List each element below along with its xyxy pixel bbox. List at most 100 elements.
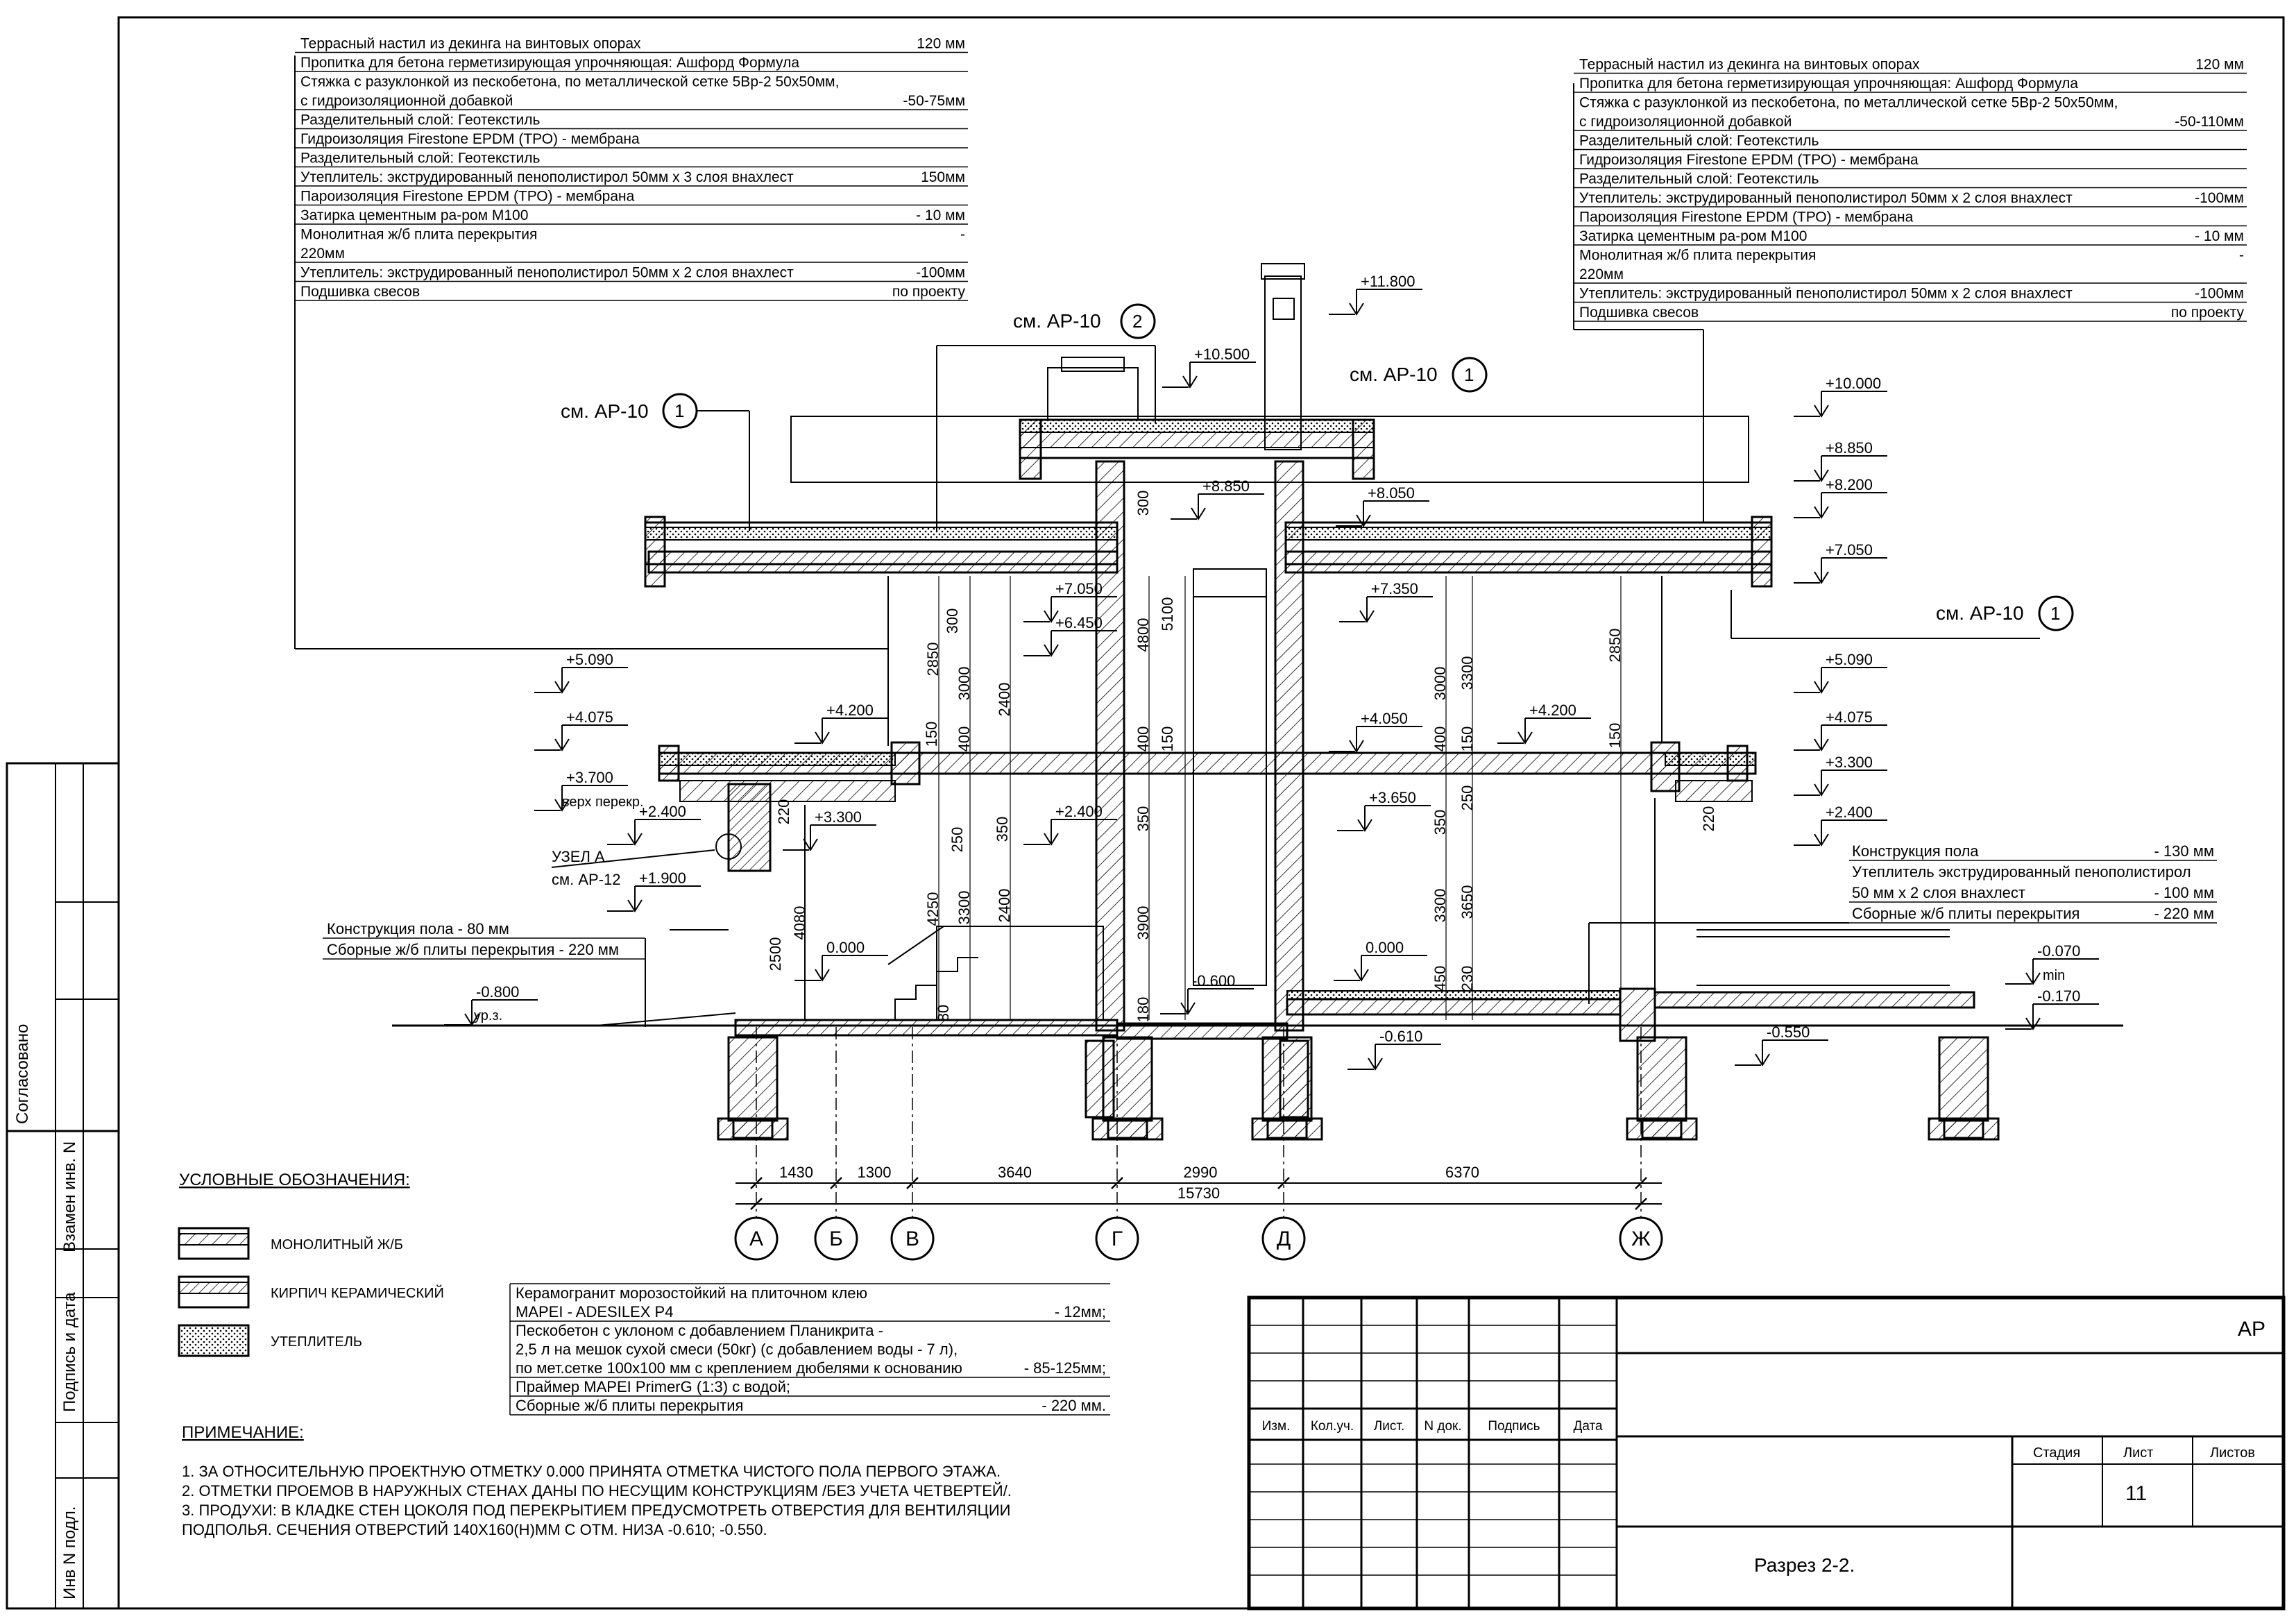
spec-row-text: с гидроизоляционной добавкой [300,93,513,109]
spec-row-text: Подшивка свесов [300,284,420,300]
title-block-col: N док. [1424,1419,1461,1434]
dim-vertical: 4080 [791,906,808,940]
dim-vertical: 220 [775,799,792,825]
level-note: ур.з. [474,1008,502,1023]
dim-vertical: 2500 [767,937,784,971]
title-block-code: АР [2238,1318,2265,1341]
spec-row-text: Монолитная ж/б плита перекрытия [300,227,537,243]
axis-bubble [814,1216,858,1261]
spec-row-value: -100мм [2195,190,2244,206]
floor-spec-text: Сборные ж/б плиты перекрытия [1852,905,2080,922]
sheet-label: Лист [2123,1445,2153,1461]
axis-bubble [1261,1216,1306,1261]
spec-row-text: Утеплитель: экструдированный пенополисти… [300,169,794,185]
floor-spec-text: Конструкция пола [1852,842,1979,860]
spec-row-text: Подшивка свесов [1579,305,1699,321]
stamp-podpis: Подпись и дата [60,1292,79,1412]
sheet-number: 11 [2125,1482,2147,1505]
notes: ПРИМЕЧАНИЕ: 1. ЗА ОТНОСИТЕЛЬНУЮ ПРОЕКТНУ… [182,1423,1012,1538]
note-4: ПОДПОЛЬЯ. СЕЧЕНИЯ ОТВЕРСТИЙ 140Х160(Н)ММ… [182,1521,767,1538]
level-mark: +7.050 [1826,541,1873,559]
spec-row-text: Затирка цементным ра-ром М100 [300,207,528,223]
level-note: min [2043,968,2065,983]
level-mark: +4.075 [566,708,613,726]
notes-title: ПРИМЕЧАНИЕ: [182,1423,304,1442]
spec-row-value: по проекту [892,284,966,300]
dim-vertical: 230 [1459,966,1476,992]
axis-span: 1430 [779,1164,813,1181]
floor-spec-right: Конструкция пола - 130 мм Утеплитель экстр… [1849,842,2217,924]
dim-vertical: 5100 [1159,597,1176,631]
level-mark: +8.200 [1826,476,1873,493]
level-mark: +11.800 [1361,273,1415,290]
spec-row-text: Утеплитель: экструдированный пенополисти… [1579,190,2073,206]
title-block-col: Дата [1573,1419,1603,1434]
level-mark: -0.070 [2037,942,2080,960]
reference-callouts: см. АР-10 1 см. АР-10 2 см. АР-10 1 см. … [551,303,2074,888]
building-section [392,263,2123,1141]
note-1: 1. ЗА ОТНОСИТЕЛЬНУЮ ПРОЕКТНУЮ ОТМЕТКУ 0.… [182,1463,1001,1480]
spec-row-value: - [2239,248,2244,264]
axis-label: В [905,1227,919,1250]
spec-row-text: Стяжка с разуклонкой из пескобетона, по … [1579,95,2118,111]
sheets-label: Листов [2210,1445,2255,1461]
level-mark: +3.700 [566,769,613,786]
title-block-col: Кол.уч. [1311,1419,1354,1434]
spec-row-text: Разделительный слой: Геотекстиль [1579,171,1819,187]
level-note: верх перекр. [562,794,644,810]
floor-spec-left-text: Сборные ж/б плиты перекрытия - 220 мм [327,941,619,958]
bottom-spec-value: - 85-125мм; [1024,1359,1106,1377]
spec-row-text: Гидроизоляция Firestone EPDM (ТРО) - мем… [300,131,640,147]
bottom-spec-text: Пескобетон с уклоном с добавлением Плани… [516,1322,883,1339]
level-mark: +3.300 [815,808,862,826]
ref-circle-top: 2 [1132,311,1142,332]
level-mark: +4.200 [826,702,874,719]
ref-ap10-mid: см. АР-10 [1350,364,1438,385]
spec-row-text: Разделительный слой: Геотекстиль [300,112,540,128]
spec-row-text: Пароизоляция Firestone EPDM (ТРО) - мемб… [1579,210,1914,226]
spec-row-text: Затирка цементным ра-ром М100 [1579,228,1807,244]
floor-spec-text: Утеплитель экструдированный пенополистир… [1852,863,2191,881]
ref-circle-right: 1 [2050,603,2060,624]
spec-row-value: -100мм [2195,286,2244,302]
axis-bubble [734,1216,779,1261]
bottom-spec-text: 2,5 л на мешок сухой смеси (50кг) (с доб… [516,1341,958,1358]
level-mark: +2.400 [639,803,686,820]
level-mark: 0.000 [826,939,865,956]
dim-vertical: 3300 [1459,656,1476,690]
spec-row-text: Пароизоляция Firestone EPDM (ТРО) - мемб… [300,189,635,205]
legend-title: УСЛОВНЫЕ ОБОЗНАЧЕНИЯ: [179,1171,410,1189]
stage-label: Стадия [2033,1445,2080,1461]
level-mark: +1.900 [639,869,686,887]
dim-vertical: 250 [1459,785,1476,811]
level-mark: -0.550 [1767,1023,1810,1041]
core-wall-right [1274,460,1304,1032]
floor-spec-left-text: Конструкция пола - 80 мм [327,920,509,937]
dim-vertical: 300 [944,609,961,634]
dim-vertical: 80 [935,1005,952,1021]
ref-circle-left: 1 [674,400,684,421]
dim-vertical: 3650 [1459,885,1476,919]
axis-label: Г [1112,1227,1123,1250]
ref-ap10-top: см. АР-10 [1013,310,1101,332]
floor-spec-value: - 100 мм [2154,884,2214,901]
legend-monolith: МОНОЛИТНЫЙ Ж/Б [271,1236,403,1252]
axis-span: 2990 [1184,1164,1218,1181]
axis-bubble [1619,1216,1663,1261]
level-marks: +11.800+10.500+10.000+8.850+8.850+8.200+… [444,273,2099,1071]
spec-row-value: -50-75мм [903,93,965,109]
spec-row-value: по проекту [2171,305,2245,321]
spec-row-text: Гидроизоляция Firestone EPDM (ТРО) - мем… [1579,152,1919,168]
bottom-spec-text: по мет.сетке 100х100 мм с креплением дюб… [516,1359,962,1377]
floor-spec-text: 50 мм х 2 слоя внахлест [1852,884,2025,901]
floor-spec-value: - 130 мм [2154,842,2214,860]
dim-vertical: 300 [1134,491,1152,516]
stamp-inv: Инв N подл. [60,1506,79,1599]
legend-insulation: УТЕПЛИТЕЛЬ [271,1334,362,1350]
level-mark: +2.400 [1826,804,1873,821]
spec-row-text: 220мм [300,246,345,262]
level-mark: -0.170 [2037,987,2080,1005]
level-mark: +10.500 [1194,346,1250,363]
